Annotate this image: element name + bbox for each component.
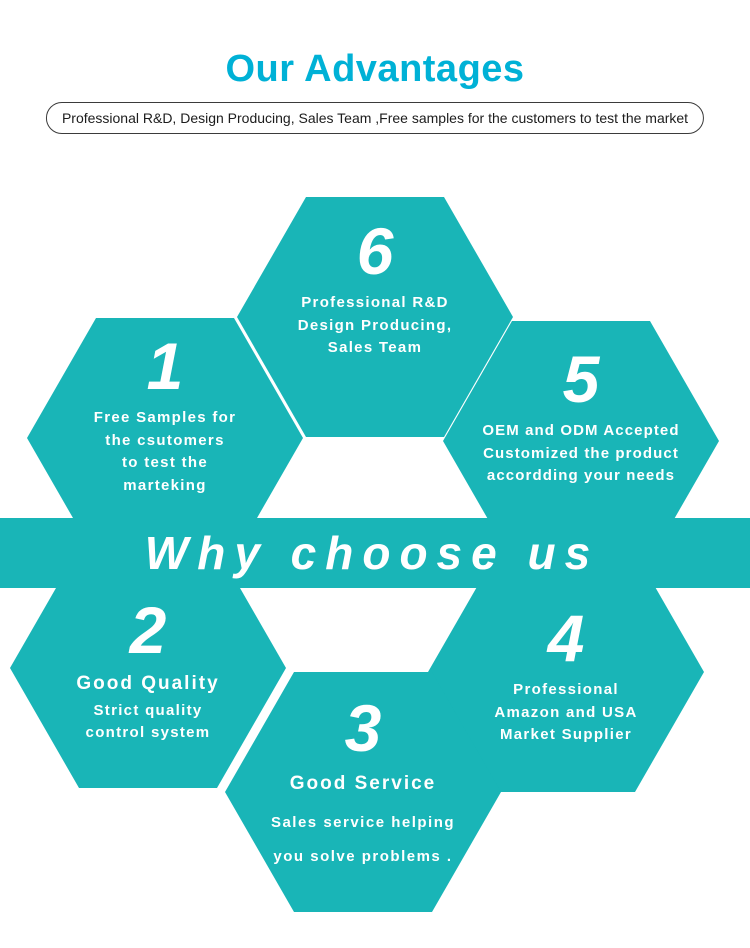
hexagon-1-line-2: the csutomers — [105, 431, 225, 449]
hexagon-5-line-3: accordding your needs — [486, 467, 676, 485]
hexagon-5-line-1: OEM and ODM Accepted — [482, 422, 680, 440]
hexagon-1-line-1: Free Samples for — [93, 409, 237, 427]
hexagon-4-number: 4 — [547, 601, 585, 675]
hexagon-6-line-1: Professional R&D — [301, 294, 449, 312]
tagline-pill: Professional R&D, Design Producing, Sale… — [45, 102, 705, 134]
hexagon-6-number: 6 — [356, 214, 394, 288]
hexagon-2: 2 Good Quality Strict quality control sy… — [10, 548, 286, 788]
hexagon-2-line-2: control system — [85, 724, 211, 742]
hexagon-3: 3 Good Service Sales service helping you… — [225, 672, 501, 912]
hexagon-1-number: 1 — [146, 329, 184, 403]
hexagon-1-line-3: to test the — [122, 454, 208, 472]
hexagon-5-line-2: Customized the product — [483, 444, 679, 462]
hexagon-6: 6 Professional R&D Design Producing, Sal… — [237, 197, 513, 437]
hexagon-4-line-1: Professional — [513, 681, 619, 699]
hexagon-2-number: 2 — [129, 593, 167, 667]
hexagon-3-heading: Good Service — [289, 773, 437, 795]
page-title: Our Advantages — [225, 48, 525, 90]
hexagon-5-number: 5 — [562, 342, 600, 416]
hexagon-2-heading: Good Quality — [76, 673, 220, 695]
hexagon-3-line-1: Sales service helping — [270, 813, 456, 831]
hexagon-1-line-4: marteking — [123, 476, 207, 494]
why-choose-us-banner: Why choose us — [0, 518, 750, 588]
hexagon-3-number: 3 — [344, 691, 382, 765]
banner-text: Why choose us — [144, 527, 600, 579]
hexagon-2-line-1: Strict quality — [93, 701, 203, 719]
hexagon-6-line-2: Design Producing, — [297, 316, 453, 334]
hexagon-6-line-3: Sales Team — [327, 339, 423, 357]
tagline-text: Professional R&D, Design Producing, Sale… — [61, 110, 689, 126]
hexagon-3-line-2: you solve problems . — [273, 848, 453, 866]
hexagon-4-line-2: Amazon and USA — [494, 703, 638, 721]
hexagon-4-line-3: Market Supplier — [499, 726, 633, 744]
